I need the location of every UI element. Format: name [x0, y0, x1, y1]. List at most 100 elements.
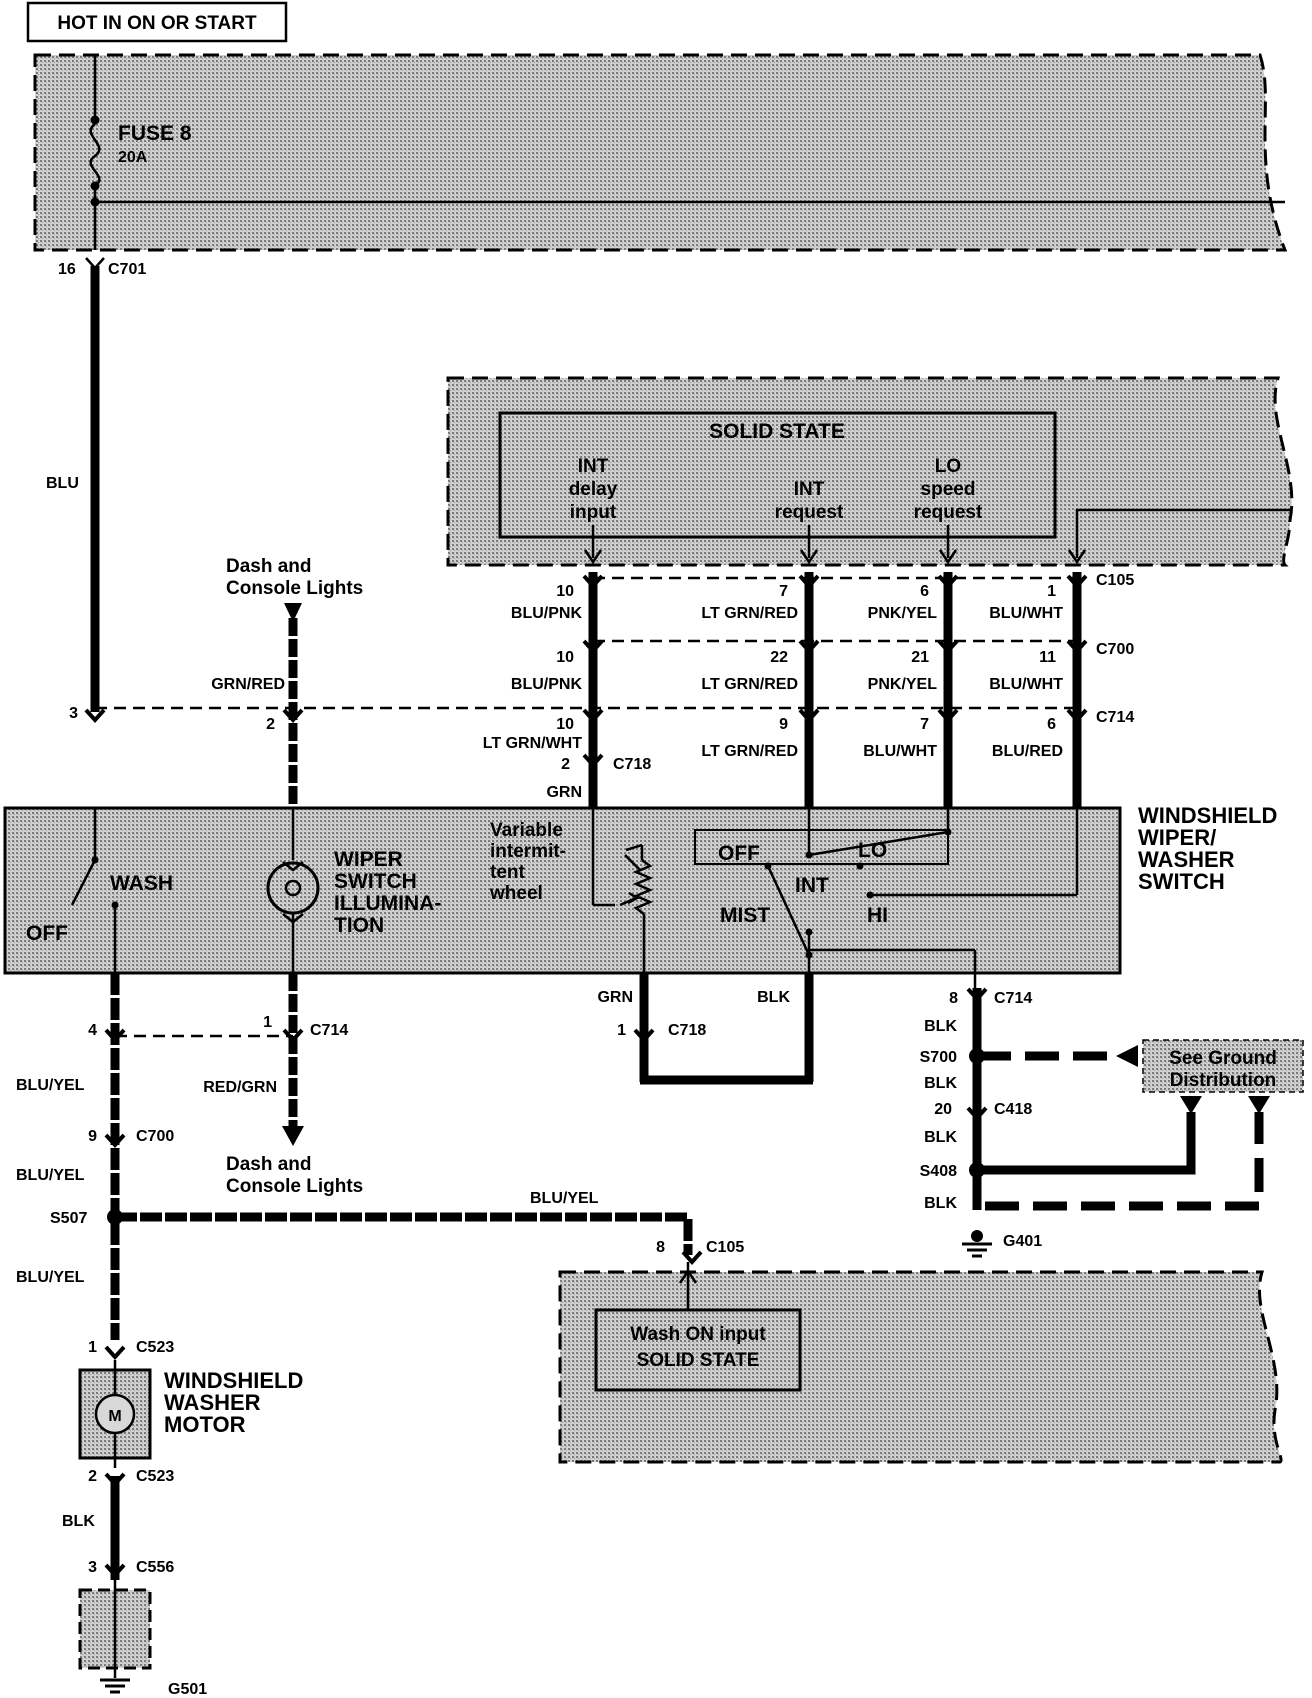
svg-text:7: 7 [920, 716, 929, 733]
svg-text:Variable: Variable [490, 820, 563, 841]
svg-text:BLU/YEL: BLU/YEL [530, 1190, 599, 1207]
wiper-switch-name: WINDSHIELD WIPER/ WASHER SWITCH [1138, 803, 1277, 894]
washer-motor-label: WINDSHIELD WASHER MOTOR [164, 1368, 303, 1437]
svg-text:2: 2 [266, 716, 275, 733]
svg-text:C701: C701 [108, 261, 146, 278]
hot-label: HOT IN ON OR START [57, 13, 257, 34]
svg-text:1: 1 [88, 1339, 97, 1356]
svg-text:BLU/WHT: BLU/WHT [989, 676, 1063, 693]
wash-input-box [594, 1308, 802, 1392]
wash-input-label: Wash ON input [630, 1324, 766, 1345]
svg-text:BLK: BLK [924, 1018, 957, 1035]
svg-text:20: 20 [934, 1101, 952, 1118]
svg-text:BLK: BLK [924, 1195, 957, 1212]
connector-chevrons [84, 574, 1088, 768]
motor-icon: M [94, 1360, 136, 1468]
svg-text:LO: LO [935, 456, 961, 477]
c714-label-lower: C714 [310, 1022, 348, 1039]
wash-switch: WASH OFF [26, 808, 173, 973]
fuse-box-region [33, 53, 1288, 252]
c718-label-upper: C718 [613, 756, 651, 773]
c523-label-bottom: C523 [136, 1468, 174, 1485]
svg-text:WASHER: WASHER [1138, 847, 1235, 872]
svg-text:PNK/YEL: PNK/YEL [868, 676, 938, 693]
svg-text:RED/GRN: RED/GRN [203, 1079, 277, 1096]
svg-text:BLU/YEL: BLU/YEL [16, 1269, 85, 1286]
svg-text:M: M [108, 1408, 121, 1425]
solid-state-box [498, 411, 1057, 539]
svg-text:S408: S408 [920, 1163, 957, 1180]
svg-text:21: 21 [911, 649, 929, 666]
svg-text:6: 6 [920, 583, 929, 600]
svg-text:input: input [570, 502, 617, 523]
svg-text:GRN: GRN [597, 989, 633, 1006]
svg-text:BLU/YEL: BLU/YEL [16, 1077, 85, 1094]
svg-text:BLU/PNK: BLU/PNK [511, 605, 583, 622]
svg-text:Dash and: Dash and [226, 556, 312, 577]
c105-label-lower: C105 [706, 1239, 744, 1256]
splice-s507: S507 [50, 1209, 123, 1227]
svg-text:ILLUMINA-: ILLUMINA- [334, 892, 441, 915]
svg-text:request: request [775, 502, 844, 523]
svg-text:HI: HI [867, 904, 888, 927]
svg-text:10: 10 [556, 583, 574, 600]
svg-text:9: 9 [779, 716, 788, 733]
svg-text:6: 6 [1047, 716, 1056, 733]
dash-lights-upper: Dash and Console Lights GRN/RED [211, 556, 363, 808]
ground-g501-icon [100, 1580, 130, 1694]
ground-distribution-box: See Ground Distribution [1142, 1039, 1304, 1114]
svg-text:LT GRN/RED: LT GRN/RED [701, 676, 798, 693]
svg-text:tent: tent [490, 862, 526, 883]
svg-text:Distribution: Distribution [1170, 1070, 1277, 1091]
svg-text:intermit-: intermit- [490, 841, 566, 862]
svg-text:GRN: GRN [546, 784, 582, 801]
int-request-label: INT request [775, 479, 844, 523]
svg-text:WINDSHIELD: WINDSHIELD [1138, 803, 1277, 828]
svg-text:10: 10 [556, 716, 574, 733]
splice-s700: S700 [920, 1048, 985, 1066]
svg-text:Console Lights: Console Lights [226, 578, 363, 599]
s408-ground-wire [977, 1112, 1196, 1175]
variable-resistor-icon [591, 808, 654, 973]
solid-state-region [446, 376, 1294, 567]
c700-label-top: C700 [1096, 641, 1134, 658]
svg-text:OFF: OFF [718, 842, 760, 865]
svg-text:WASH: WASH [110, 872, 173, 895]
c523-label-top: C523 [136, 1339, 174, 1356]
connector-c701: 16 C701 [58, 257, 146, 278]
fuse-8: FUSE 8 20A [89, 55, 192, 250]
svg-text:MOTOR: MOTOR [164, 1412, 246, 1437]
svg-text:BLK: BLK [757, 989, 790, 1006]
svg-text:PNK/YEL: PNK/YEL [868, 605, 938, 622]
svg-text:LT GRN/RED: LT GRN/RED [701, 605, 798, 622]
svg-text:WIPER: WIPER [334, 848, 403, 871]
wire-blu-yel-to-c105 [115, 1212, 693, 1255]
c418-label: C418 [994, 1101, 1032, 1118]
lo-speed-request-label: LO speed request [914, 456, 983, 523]
svg-text:2: 2 [88, 1468, 97, 1485]
svg-text:2: 2 [561, 756, 570, 773]
svg-text:Dash and: Dash and [226, 1154, 312, 1175]
svg-text:LT GRN/WHT: LT GRN/WHT [483, 735, 582, 752]
c700-label-lower: C700 [136, 1128, 174, 1145]
svg-text:3: 3 [69, 705, 78, 722]
svg-text:BLU/PNK: BLU/PNK [511, 676, 583, 693]
wash-input-unit: SOLID STATE [637, 1350, 760, 1371]
svg-text:8: 8 [656, 1239, 665, 1256]
c556-label: C556 [136, 1559, 174, 1576]
c105-label-top: C105 [1096, 572, 1134, 589]
svg-text:BLU/WHT: BLU/WHT [863, 743, 937, 760]
solid-state-pin-arrows [583, 508, 1290, 565]
svg-text:delay: delay [569, 479, 618, 500]
svg-text:1: 1 [263, 1014, 272, 1031]
svg-text:8: 8 [949, 990, 958, 1007]
c714-label-right: C714 [994, 990, 1032, 1007]
signal-wires [588, 572, 1082, 808]
dash-lights-lower: RED/GRN Dash and Console Lights [203, 973, 363, 1197]
svg-text:request: request [914, 502, 983, 523]
svg-text:GRN/RED: GRN/RED [211, 676, 285, 693]
int-delay-input-label: INT delay input [569, 456, 618, 523]
fuse-name: FUSE 8 [118, 122, 192, 145]
svg-text:BLK: BLK [924, 1129, 957, 1146]
svg-text:INT: INT [578, 456, 609, 477]
